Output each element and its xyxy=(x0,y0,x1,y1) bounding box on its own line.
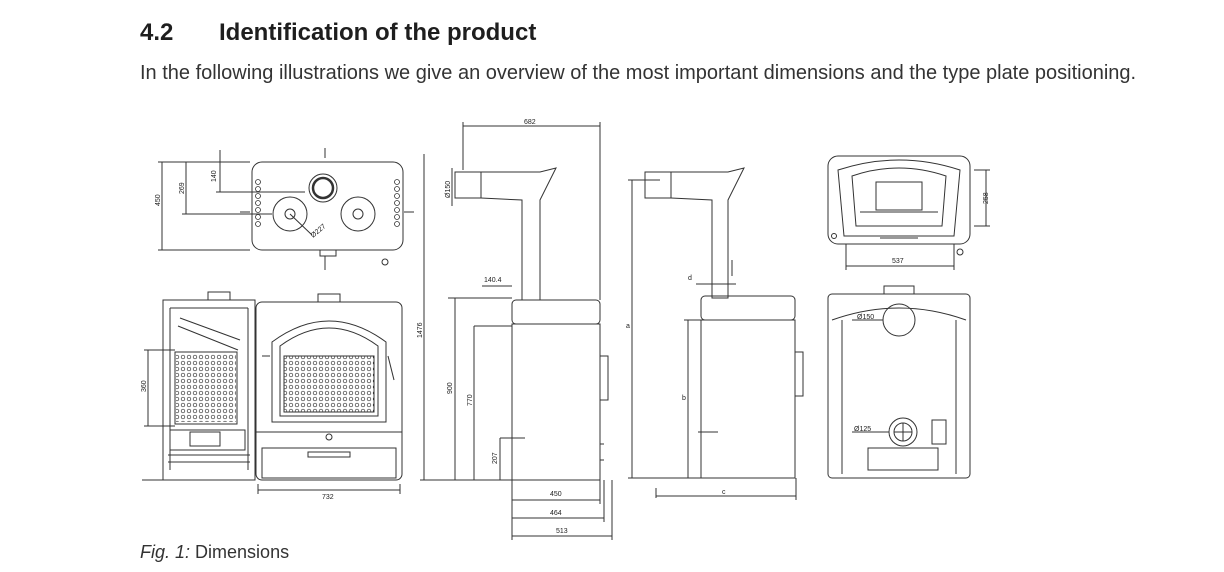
back-view xyxy=(827,285,971,479)
dim-a: a xyxy=(626,323,630,330)
dim-top-140: 140 xyxy=(211,170,218,182)
dim-140-4: 140.4 xyxy=(484,277,502,284)
dim-1476: 1476 xyxy=(417,322,424,338)
dim-900: 900 xyxy=(447,382,454,394)
grate-pattern xyxy=(176,354,236,422)
dim-513: 513 xyxy=(556,528,568,535)
dim-plate-227: Ø227 xyxy=(310,223,328,239)
front-view xyxy=(255,154,425,494)
dim-top-269: 269 xyxy=(179,182,186,194)
dim-360: 360 xyxy=(141,380,148,392)
figure-text: Dimensions xyxy=(195,542,290,562)
intro-paragraph: In the following illustrations we give a… xyxy=(140,62,1137,84)
dim-258: 258 xyxy=(983,192,990,204)
dim-732: 732 xyxy=(322,494,334,501)
figure-caption: Fig. 1: Dimensions xyxy=(140,542,289,563)
dim-c: c xyxy=(722,489,726,496)
dim-464: 464 xyxy=(550,510,562,517)
cutaway-view xyxy=(142,291,256,481)
dim-b: b xyxy=(682,395,686,402)
side-view-2 xyxy=(628,167,804,500)
dim-682: 682 xyxy=(524,119,536,126)
dim-back-flue-150: Ø150 xyxy=(857,314,874,321)
dim-top-450: 450 xyxy=(155,194,162,206)
dim-d: d xyxy=(688,275,692,282)
dim-537: 537 xyxy=(892,258,904,265)
side-view-1 xyxy=(420,122,613,540)
dim-flue-150: Ø150 xyxy=(445,181,452,198)
section-title: Identification of the product xyxy=(219,19,537,46)
dim-770: 770 xyxy=(467,394,474,406)
dim-inlet-125: Ø125 xyxy=(854,426,871,433)
back-top-view xyxy=(827,155,990,270)
dim-450: 450 xyxy=(550,491,562,498)
top-view xyxy=(158,148,414,270)
figure-label: Fig. 1: xyxy=(140,542,191,562)
dim-207: 207 xyxy=(492,452,499,464)
section-number: 4.2 xyxy=(140,19,174,46)
